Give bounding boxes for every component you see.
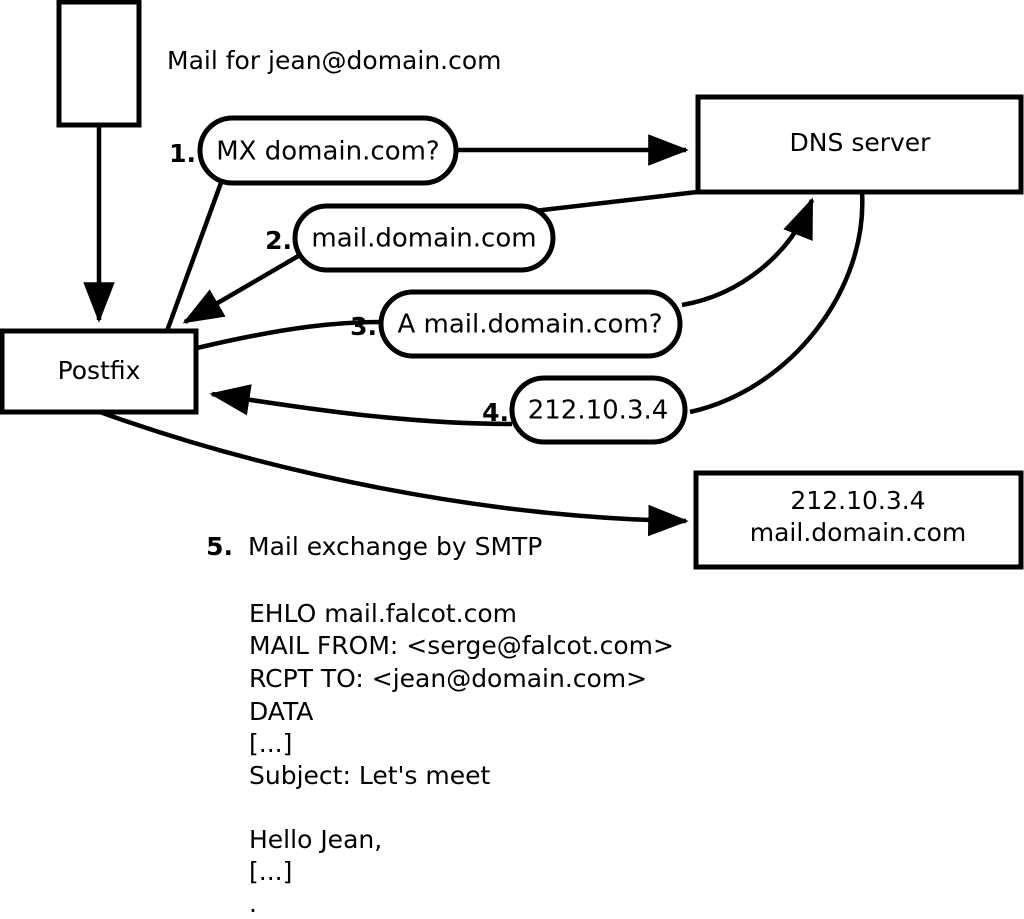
step-number-4: 4.: [482, 398, 509, 427]
edge-step2-bubble-to-postfix: [182, 253, 302, 324]
edge-step1-postfix-to-bubble: [164, 179, 225, 332]
node-postfix: [0, 328, 199, 415]
bubble-step-1-label: MX domain.com?: [216, 137, 439, 167]
bubble-step-4-label: 212.10.3.4: [528, 396, 669, 426]
page-title: Mail for jean@domain.com: [167, 46, 502, 75]
transcript-line: Hello Jean,: [249, 825, 382, 854]
edge-step3-postfix-to-bubble: [196, 319, 382, 351]
bubble-step-1: [197, 115, 459, 186]
bubble-step-3-label: A mail.domain.com?: [398, 310, 663, 340]
transcript-line: [...]: [249, 857, 292, 886]
node-dns-server: [695, 94, 1024, 195]
bubble-step-4: [509, 375, 688, 445]
edge-step4-bubble-to-postfix: [209, 384, 513, 427]
bubble-step-3: [378, 289, 683, 359]
node-target-server: [693, 470, 1024, 570]
bubble-step-2-label: mail.domain.com: [311, 224, 536, 254]
transcript-line: [...]: [249, 729, 292, 758]
transcript-line: Subject: Let's meet: [249, 761, 490, 790]
transcript-line: MAIL FROM: <serge@falcot.com>: [249, 631, 674, 660]
bubble-step-2: [292, 203, 556, 273]
step-number-5: 5.: [206, 532, 233, 561]
step-number-1: 1.: [169, 139, 196, 168]
step-number-3: 3.: [350, 312, 377, 341]
edge-step3-bubble-to-dns: [681, 197, 815, 308]
transcript-line: .: [249, 889, 257, 918]
step-number-2: 2.: [265, 226, 292, 255]
step-5-caption: Mail exchange by SMTP: [248, 532, 542, 561]
edge-step4-dns-to-bubble: [689, 191, 865, 415]
transcript-line: DATA: [249, 697, 313, 726]
transcript-line: EHLO mail.falcot.com: [249, 599, 517, 628]
node-dns-server-label: DNS server: [790, 128, 932, 157]
transcript-line: RCPT TO: <jean@domain.com>: [249, 664, 647, 693]
node-target-server-line1: 212.10.3.4: [790, 486, 925, 515]
node-sender-host: [56, 0, 142, 128]
node-target-server-line2: mail.domain.com: [750, 518, 966, 547]
edge-step5-smtp: [99, 409, 689, 537]
node-postfix-label: Postfix: [58, 356, 141, 385]
